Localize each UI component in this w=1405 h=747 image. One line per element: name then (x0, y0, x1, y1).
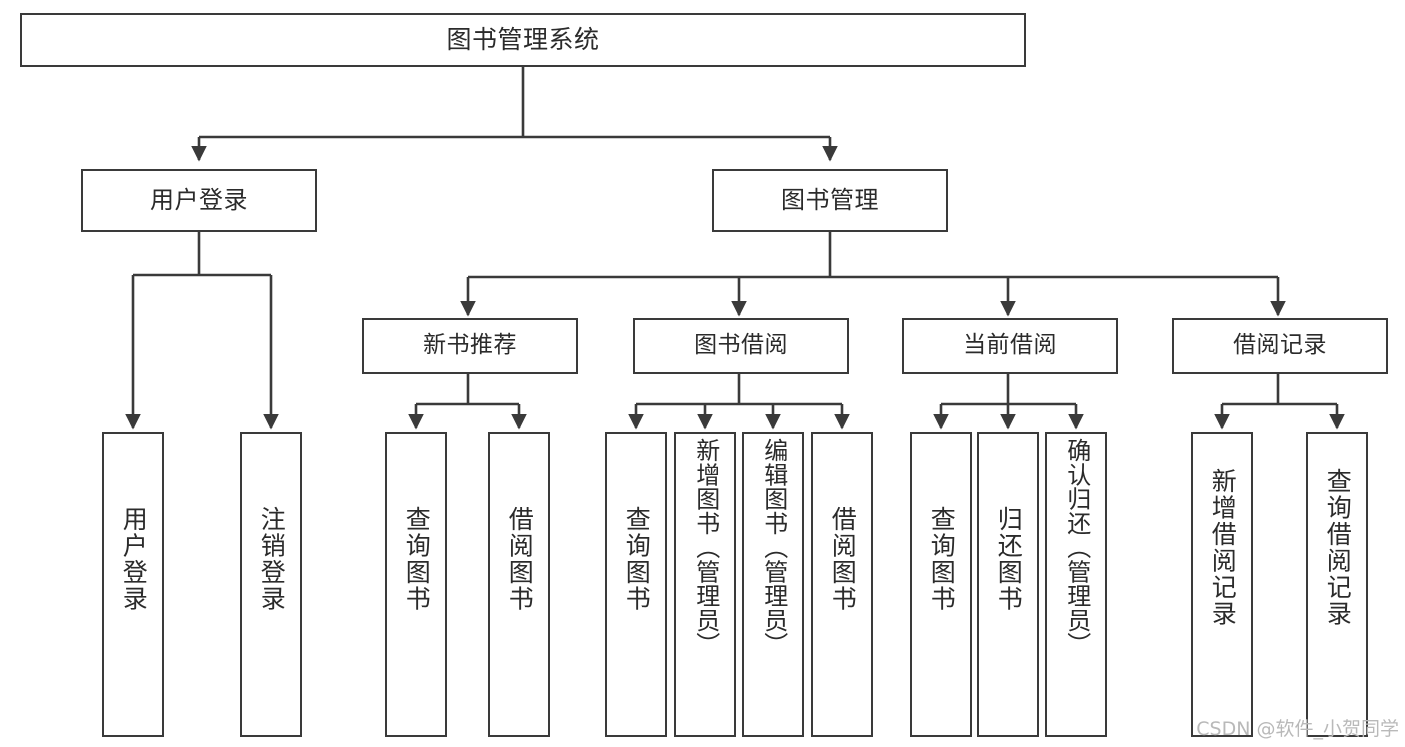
node-leaf-query-books-recommend[interactable]: 查询图书 (385, 432, 447, 737)
node-label: 图书管理系统 (446, 25, 600, 55)
node-label: 借阅图书 (828, 506, 858, 612)
node-leaf-borrow-books-recommend[interactable]: 借阅图书 (488, 432, 550, 737)
node-root-book-management-system[interactable]: 图书管理系统 (20, 13, 1026, 67)
node-label: 新增借阅记录 (1208, 468, 1238, 627)
node-label: 图书借阅 (694, 332, 788, 359)
node-label: 查询图书 (622, 506, 652, 612)
node-book-borrowing[interactable]: 图书借阅 (633, 318, 849, 374)
watermark: CSDN @软件_小贺同学 (1196, 718, 1399, 740)
node-leaf-query-books-current[interactable]: 查询图书 (910, 432, 972, 737)
node-leaf-return-books[interactable]: 归还图书 (977, 432, 1039, 737)
node-label: 新增图书（管理员） (691, 438, 720, 657)
node-new-book-recommendation[interactable]: 新书推荐 (362, 318, 578, 374)
node-leaf-add-book-admin[interactable]: 新增图书（管理员） (674, 432, 736, 737)
node-label: 查询图书 (927, 506, 957, 612)
node-label: 查询图书 (402, 506, 432, 612)
node-label: 图书管理 (781, 186, 879, 215)
node-label: 注销登录 (257, 506, 287, 612)
node-current-borrowings[interactable]: 当前借阅 (902, 318, 1118, 374)
node-leaf-edit-book-admin[interactable]: 编辑图书（管理员） (742, 432, 804, 737)
node-leaf-add-borrow-record[interactable]: 新增借阅记录 (1191, 432, 1253, 737)
node-leaf-confirm-return-admin[interactable]: 确认归还（管理员） (1045, 432, 1107, 737)
node-label: 用户登录 (150, 186, 248, 215)
node-leaf-user-login[interactable]: 用户登录 (102, 432, 164, 737)
node-label: 借阅记录 (1233, 332, 1327, 359)
node-label: 新书推荐 (423, 332, 517, 359)
node-book-management[interactable]: 图书管理 (712, 169, 948, 232)
node-label: 当前借阅 (963, 332, 1057, 359)
node-label: 借阅图书 (505, 506, 535, 612)
node-leaf-borrow-books[interactable]: 借阅图书 (811, 432, 873, 737)
node-leaf-query-borrow-record[interactable]: 查询借阅记录 (1306, 432, 1368, 737)
node-label: 编辑图书（管理员） (759, 438, 788, 657)
node-leaf-logout[interactable]: 注销登录 (240, 432, 302, 737)
node-borrowing-records[interactable]: 借阅记录 (1172, 318, 1388, 374)
node-label: 归还图书 (994, 506, 1024, 612)
node-leaf-query-books-borrow[interactable]: 查询图书 (605, 432, 667, 737)
node-label: 用户登录 (119, 506, 149, 612)
node-label: 确认归还（管理员） (1062, 438, 1091, 657)
node-label: 查询借阅记录 (1323, 468, 1353, 627)
node-user-login[interactable]: 用户登录 (81, 169, 317, 232)
